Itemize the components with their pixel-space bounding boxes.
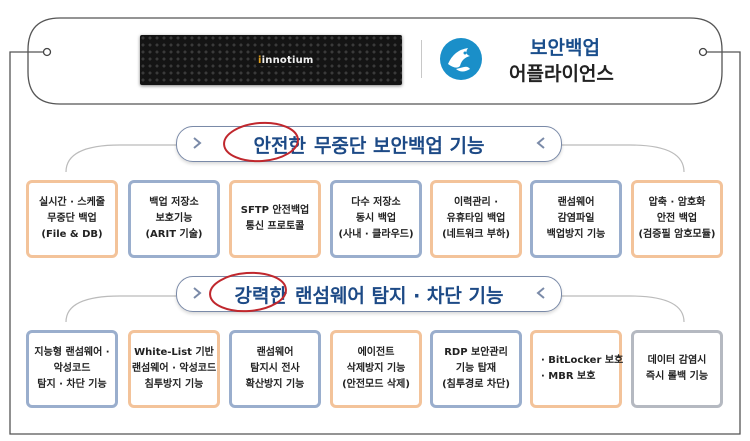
box-line: 침투방지 기능 xyxy=(144,379,204,390)
section1-title-pill: 안전한 무중단 보안백업 기능 xyxy=(176,126,562,162)
box-line: 통신 프로토콜 xyxy=(245,221,305,232)
box-line: 탐지시 전사 xyxy=(250,363,300,374)
feature-box-intelligent-detection: 지능형 랜섬웨어 · 악성코드 탐지 · 차단 기능 xyxy=(26,330,118,408)
box-line: 에이전트 xyxy=(357,347,395,358)
shield-bird-logo-icon xyxy=(440,38,482,80)
box-line: 확산방지 기능 xyxy=(245,379,305,390)
box-line: · BitLocker 보호 xyxy=(541,355,624,366)
chevron-left-icon xyxy=(536,137,545,149)
box-line: · MBR 보호 xyxy=(541,371,596,382)
box-line: 유휴타임 백업 xyxy=(446,213,506,224)
feature-box-bitlocker-mbr: · BitLocker 보호 · MBR 보호 xyxy=(530,330,624,408)
box-line: 지능형 랜섬웨어 · xyxy=(34,347,110,358)
box-line: 압축 · 암호화 xyxy=(648,197,706,208)
box-line: 동시 백업 xyxy=(355,213,397,224)
box-line: (안전모드 삭제) xyxy=(342,379,410,390)
product-name-line1: 보안백업 xyxy=(530,37,600,59)
box-line: 감염파일 xyxy=(557,213,595,224)
box-line: 삭제방지 기능 xyxy=(346,363,406,374)
box-line: 다수 저장소 xyxy=(351,197,401,208)
box-line: 백업 저장소 xyxy=(149,197,199,208)
box-line: (ARIT 기술) xyxy=(145,229,203,240)
box-line: SFTP 안전백업 xyxy=(240,205,310,216)
chevron-right-icon xyxy=(193,137,202,149)
highlight-circle-mark xyxy=(223,121,299,163)
feature-box-spread-prevention: 랜섬웨어 탐지시 전사 확산방지 기능 xyxy=(229,330,321,408)
box-line: White-List 기반 xyxy=(134,347,214,358)
box-line: 악성코드 xyxy=(53,363,91,374)
box-line: (사내 · 클라우드) xyxy=(338,229,414,240)
box-line: 무중단 백업 xyxy=(47,213,97,224)
section2-title-pill: 강력한 랜섬웨어 탐지 · 차단 기능 xyxy=(176,276,562,312)
box-line: 보호기능 xyxy=(155,213,193,224)
feature-box-whitelist: White-List 기반 랜섬웨어 · 악성코드 침투방지 기능 xyxy=(128,330,220,408)
feature-box-multi-storage: 다수 저장소 동시 백업 (사내 · 클라우드) xyxy=(330,180,422,258)
box-line: (네트워크 부하) xyxy=(442,229,510,240)
box-line: 실시간 · 스케줄 xyxy=(39,197,105,208)
box-line: (검증필 암호모듈) xyxy=(638,229,716,240)
section2-title: 랜섬웨어 탐지 · 차단 기능 xyxy=(294,284,504,307)
feature-box-realtime-backup: 실시간 · 스케줄 무중단 백업 (File & DB) xyxy=(26,180,118,258)
highlight-circle-mark xyxy=(209,271,287,313)
box-line: 즉시 롤백 기능 xyxy=(645,371,709,382)
feature-box-rdp-security: RDP 보안관리 기능 탑재 (침투경로 차단) xyxy=(430,330,522,408)
chevron-right-icon xyxy=(193,287,202,299)
box-line: 이력관리 · xyxy=(453,197,499,208)
box-line: 데이터 감염시 xyxy=(647,355,707,366)
feature-box-encrypted-backup: 압축 · 암호화 안전 백업 (검증필 암호모듈) xyxy=(631,180,723,258)
section1-title: 무중단 보안백업 기능 xyxy=(313,134,485,157)
section2-highlight: 강력한 xyxy=(234,284,287,307)
box-line: 안전 백업 xyxy=(656,213,698,224)
box-line: RDP 보안관리 xyxy=(444,347,508,358)
backup-appliance-device: iinnotium xyxy=(140,35,402,85)
product-name-line2: 어플라이언스 xyxy=(509,63,614,85)
box-line: (침투경로 차단) xyxy=(442,379,510,390)
feature-box-sftp: SFTP 안전백업 통신 프로토콜 xyxy=(229,180,321,258)
box-line: 기능 탑재 xyxy=(455,363,497,374)
box-line: 랜섬웨어 xyxy=(256,347,294,358)
feature-box-storage-protection: 백업 저장소 보호기능 (ARIT 기술) xyxy=(128,180,220,258)
device-brand-label: iinnotium xyxy=(256,55,316,66)
box-line: 탐지 · 차단 기능 xyxy=(37,379,107,390)
chevron-left-icon xyxy=(536,287,545,299)
feature-box-instant-rollback: 데이터 감염시 즉시 롤백 기능 xyxy=(631,330,723,408)
box-line: 랜섬웨어 xyxy=(557,197,595,208)
feature-box-agent-protection: 에이전트 삭제방지 기능 (안전모드 삭제) xyxy=(330,330,422,408)
box-line: 랜섬웨어 · 악성코드 xyxy=(131,363,217,374)
feature-box-infected-file-block: 랜섬웨어 감염파일 백업방지 기능 xyxy=(530,180,622,258)
box-line: 백업방지 기능 xyxy=(546,229,606,240)
box-line: (File & DB) xyxy=(41,229,103,240)
feature-box-history-idle-backup: 이력관리 · 유휴타임 백업 (네트워크 부하) xyxy=(430,180,522,258)
header-divider xyxy=(421,40,422,78)
